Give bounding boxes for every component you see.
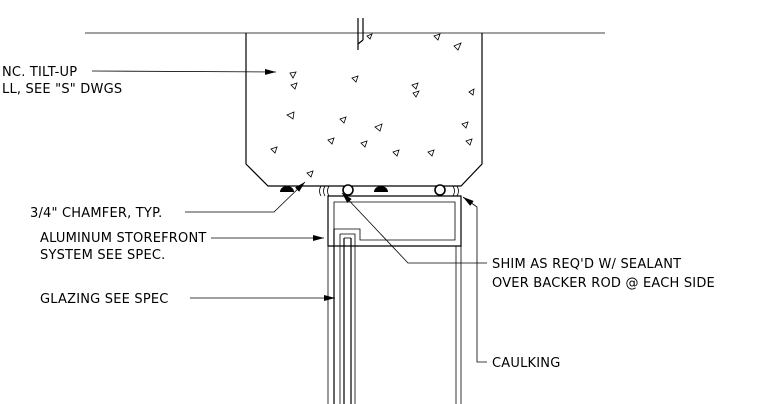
leader-tilt-up <box>91 68 277 75</box>
note-glazing: GLAZING SEE SPEC <box>40 292 169 307</box>
storefront-head <box>327 195 462 247</box>
note-tilt-up-line1: NC. TILT-UP <box>2 65 77 80</box>
concrete-hatch <box>270 33 475 178</box>
leader-caulking <box>462 196 487 363</box>
leader-shim <box>341 192 487 264</box>
note-storefront-line1: ALUMINUM STOREFRONT <box>40 231 207 246</box>
break-line-symbol <box>357 18 364 50</box>
note-shim-line1: SHIM AS REQ'D W/ SEALANT <box>492 257 681 272</box>
note-tilt-up-line2: LL, SEE "S" DWGS <box>2 82 122 97</box>
glazing <box>333 229 356 404</box>
sealant-joints <box>319 185 459 197</box>
note-shim-line2: OVER BACKER ROD @ EACH SIDE <box>492 276 715 291</box>
backer-rods <box>280 184 446 196</box>
note-storefront-line2: SYSTEM SEE SPEC. <box>40 248 165 263</box>
note-chamfer: 3/4" CHAMFER, TYP. <box>30 206 162 221</box>
note-caulking: CAULKING <box>492 356 561 371</box>
tilt-up-wall <box>245 33 483 187</box>
mullion-lines <box>327 246 462 404</box>
leader-chamfer <box>185 181 306 213</box>
